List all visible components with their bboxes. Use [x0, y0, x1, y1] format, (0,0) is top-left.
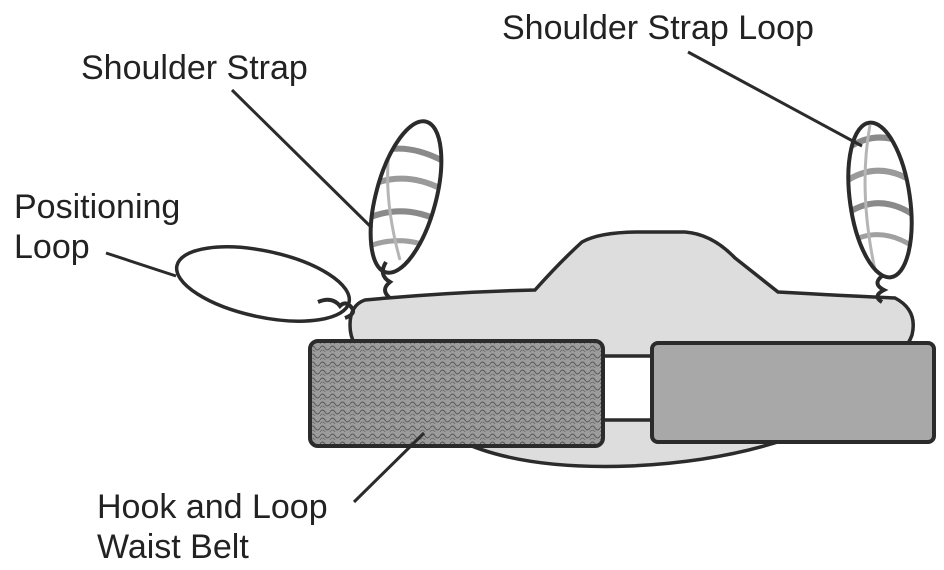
vest-body: [348, 230, 915, 358]
label-positioning-loop-line2: Loop: [14, 228, 90, 266]
label-shoulder-strap-loop: Shoulder Strap Loop: [502, 9, 814, 47]
label-shoulder-strap: Shoulder Strap: [81, 49, 308, 87]
hook-and-loop-belt-panel: [308, 339, 605, 448]
label-waist-belt-line1: Hook and Loop: [97, 488, 328, 526]
shoulder-strap-leader: [230, 88, 374, 230]
shoulder-strap-loop: [840, 118, 921, 304]
shoulder-strap-loop-leader: [687, 50, 863, 148]
label-waist-belt-line2: Waist Belt: [97, 528, 249, 566]
belt-end-panel: [650, 341, 936, 444]
positioning-loop-leader: [105, 251, 177, 278]
waist-belt-leader: [352, 431, 426, 504]
positioning-loop: [174, 245, 352, 323]
shoulder-strap: [358, 113, 456, 300]
label-positioning-loop-line1: Positioning: [14, 188, 181, 226]
positioning-loop-attachment: [317, 297, 356, 320]
